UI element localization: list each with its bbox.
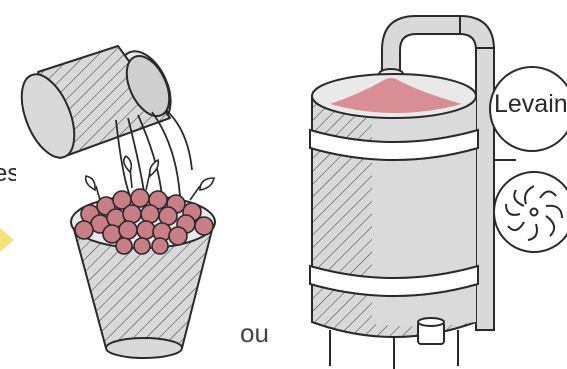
separator-label: ou	[240, 318, 269, 348]
fan-icon	[493, 159, 567, 253]
fermentation-vat-icon	[309, 73, 479, 369]
arrow-tip-icon	[0, 228, 14, 252]
levain-badge	[489, 66, 567, 152]
grape-cluster-icon	[74, 154, 215, 255]
partial-label-left: es	[0, 160, 16, 187]
bucket-icon	[20, 45, 172, 159]
levain-label: Levain	[494, 90, 567, 118]
